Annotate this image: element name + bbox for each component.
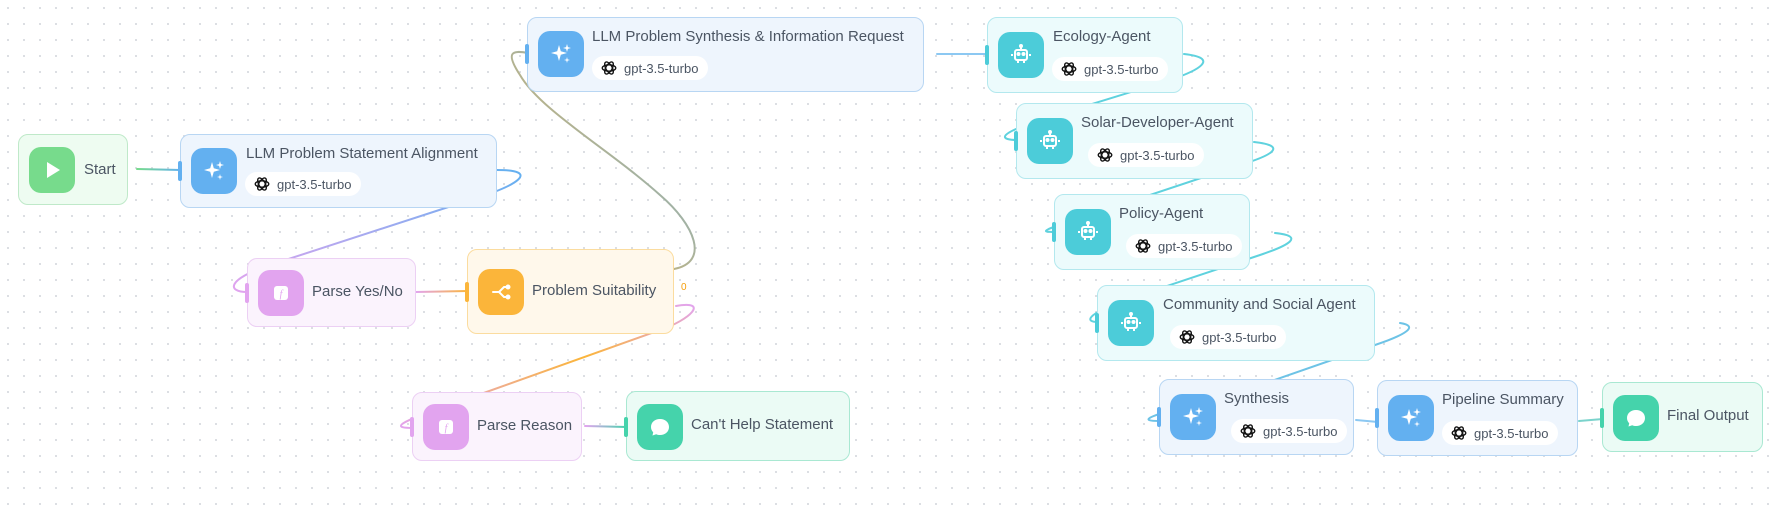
node-title: Parse Reason <box>477 417 573 434</box>
model-badge[interactable]: gpt-3.5-turbo <box>1088 143 1205 167</box>
input-port[interactable] <box>624 417 628 437</box>
node-title: Solar-Developer-Agent <box>1081 114 1234 131</box>
node-ecology-agent[interactable]: Ecology-Agent gpt-3.5-turbo <box>985 17 1183 93</box>
input-port[interactable] <box>1375 408 1379 428</box>
node-title: Can't Help Statement <box>691 416 834 433</box>
node-policy-agent[interactable]: Policy-Agent gpt-3.5-turbo <box>1052 194 1250 270</box>
edge-parsereason-canthelp <box>584 425 628 428</box>
node-problem-statement-alignment[interactable]: LLM Problem Statement Alignment gpt-3.5-… <box>178 134 497 208</box>
input-port[interactable] <box>1600 408 1604 428</box>
openai-logo-icon <box>1179 330 1195 344</box>
node-problem-synthesis-information-request[interactable]: LLM Problem Synthesis & Information Requ… <box>525 17 924 92</box>
sparkle-icon <box>191 148 237 194</box>
model-name: gpt-3.5-turbo <box>1202 329 1277 345</box>
openai-logo-icon <box>1240 424 1256 438</box>
node-final-output[interactable]: Final Output <box>1600 382 1763 452</box>
function-icon: f <box>258 270 304 316</box>
node-community-social-agent[interactable]: Community and Social Agent gpt-3.5-turbo <box>1095 285 1375 361</box>
node-title: Pipeline Summary <box>1442 391 1564 408</box>
node-title: LLM Problem Statement Alignment <box>246 145 478 162</box>
node-start[interactable]: Start <box>18 134 128 205</box>
model-name: gpt-3.5-turbo <box>1084 61 1159 77</box>
node-title: Synthesis <box>1224 390 1290 407</box>
edge-start-alignment <box>136 168 182 171</box>
sparkle-icon <box>1170 394 1216 440</box>
model-name: gpt-3.5-turbo <box>1120 147 1195 163</box>
node-title: LLM Problem Synthesis & Information Requ… <box>592 28 904 45</box>
input-port[interactable] <box>1157 407 1161 427</box>
openai-logo-icon <box>1135 239 1151 253</box>
svg-text:f: f <box>280 289 284 300</box>
openai-logo-icon <box>1451 426 1467 440</box>
openai-logo-icon <box>601 61 617 75</box>
model-badge[interactable]: gpt-3.5-turbo <box>245 172 362 196</box>
node-solar-developer-agent[interactable]: Solar-Developer-Agent gpt-3.5-turbo <box>1014 103 1253 179</box>
branch-icon <box>478 269 524 315</box>
node-parse-reason[interactable]: f Parse Reason <box>410 392 582 461</box>
openai-logo-icon <box>1061 62 1077 76</box>
node-title: Community and Social Agent <box>1163 296 1356 313</box>
input-port[interactable] <box>1095 313 1099 333</box>
model-name: gpt-3.5-turbo <box>1158 238 1233 254</box>
model-badge[interactable]: gpt-3.5-turbo <box>1442 421 1559 445</box>
chat-bubble-icon <box>1613 395 1659 441</box>
model-badge[interactable]: gpt-3.5-turbo <box>1052 57 1169 81</box>
model-badge[interactable]: gpt-3.5-turbo <box>1231 419 1348 443</box>
node-title: Ecology-Agent <box>1053 28 1151 45</box>
branch-label: 0 <box>681 282 687 293</box>
input-port[interactable] <box>245 283 249 303</box>
robot-icon <box>1065 209 1111 255</box>
node-title: Start <box>84 161 116 178</box>
input-port[interactable] <box>1014 131 1018 151</box>
model-name: gpt-3.5-turbo <box>277 176 352 192</box>
edge-parseyesno-suitability <box>415 290 469 293</box>
node-title: Final Output <box>1667 407 1749 424</box>
chat-bubble-icon <box>637 404 683 450</box>
model-name: gpt-3.5-turbo <box>1263 423 1338 439</box>
sparkle-icon <box>538 31 584 77</box>
node-title: Problem Suitability <box>532 282 657 299</box>
model-name: gpt-3.5-turbo <box>1474 425 1549 441</box>
input-port[interactable] <box>410 417 414 437</box>
node-parse-yes-no[interactable]: f Parse Yes/No <box>245 258 416 327</box>
model-badge[interactable]: gpt-3.5-turbo <box>592 56 709 80</box>
sparkle-icon <box>1388 395 1434 441</box>
robot-icon <box>998 32 1044 78</box>
model-badge[interactable]: gpt-3.5-turbo <box>1170 325 1287 349</box>
play-icon <box>29 147 75 193</box>
model-name: gpt-3.5-turbo <box>624 60 699 76</box>
input-port[interactable] <box>178 161 182 181</box>
node-title: Policy-Agent <box>1119 205 1204 222</box>
node-pipeline-summary[interactable]: Pipeline Summary gpt-3.5-turbo <box>1375 380 1578 456</box>
function-icon: f <box>423 404 469 450</box>
node-cant-help-statement[interactable]: Can't Help Statement <box>624 391 850 461</box>
input-port[interactable] <box>985 45 989 65</box>
openai-logo-icon <box>1097 148 1113 162</box>
node-title: Parse Yes/No <box>312 283 403 300</box>
svg-text:f: f <box>445 423 449 434</box>
node-problem-suitability[interactable]: Problem Suitability <box>465 249 674 334</box>
model-badge[interactable]: gpt-3.5-turbo <box>1126 234 1243 258</box>
input-port[interactable] <box>1052 222 1056 242</box>
input-port[interactable] <box>525 44 529 64</box>
input-port[interactable] <box>465 282 469 302</box>
robot-icon <box>1027 118 1073 164</box>
node-synthesis[interactable]: Synthesis gpt-3.5-turbo <box>1157 379 1354 455</box>
openai-logo-icon <box>254 177 270 191</box>
robot-icon <box>1108 300 1154 346</box>
